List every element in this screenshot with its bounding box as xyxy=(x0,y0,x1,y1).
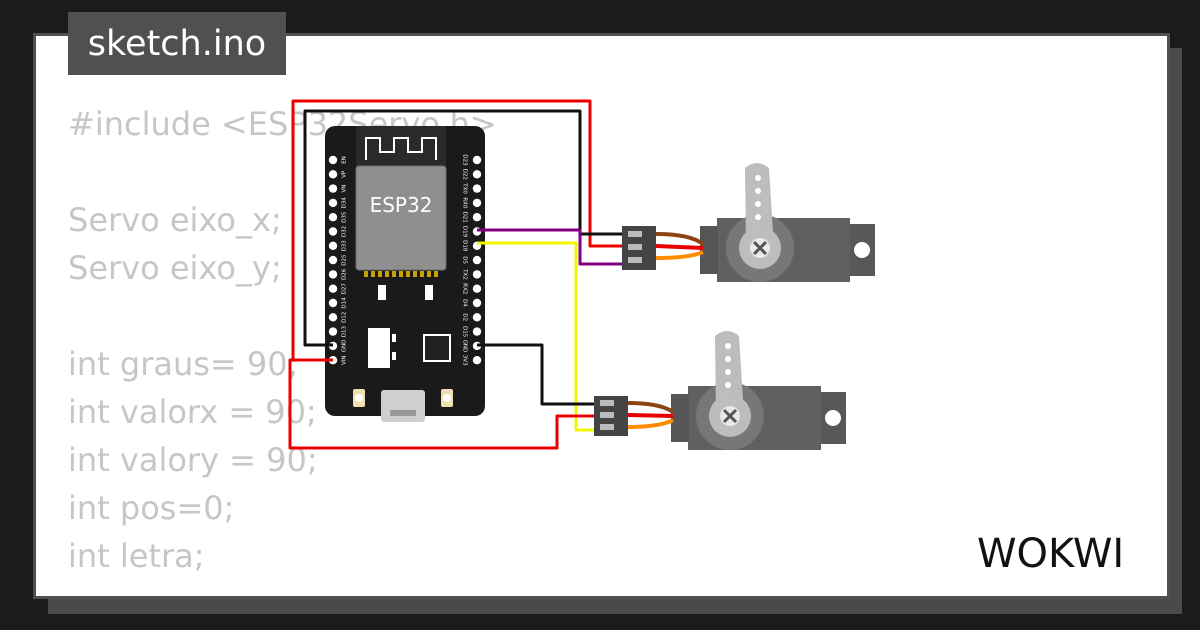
pin-tx0[interactable] xyxy=(472,184,482,193)
wire-yellow-d18-to-servo-bottom[interactable] xyxy=(477,241,594,432)
pin-d12[interactable] xyxy=(328,313,338,322)
wire-black-gnd-to-servo-top[interactable] xyxy=(303,109,622,347)
pin-vn[interactable] xyxy=(328,184,338,193)
pin-d35[interactable] xyxy=(328,213,338,222)
pin-en[interactable] xyxy=(328,155,338,165)
pin-label: D22 xyxy=(462,169,468,180)
pin-label: EN xyxy=(342,156,348,164)
pin-label: D5 xyxy=(462,256,468,264)
code-line: Servo eixo_x; xyxy=(68,201,282,239)
pin-label: D19 xyxy=(462,226,468,238)
code-line: Servo eixo_y; xyxy=(68,249,282,287)
pin-d27[interactable] xyxy=(328,284,338,293)
pin-tx2[interactable] xyxy=(472,270,482,279)
pin-label: D25 xyxy=(342,254,348,266)
pin-label: D4 xyxy=(462,299,468,307)
pin-label: TX0 xyxy=(462,182,468,194)
pin-d14[interactable] xyxy=(328,298,338,308)
pin-label: D12 xyxy=(342,312,348,323)
esp32-board[interactable] xyxy=(325,126,485,422)
pin-vp[interactable] xyxy=(328,170,338,179)
pin-label: D14 xyxy=(342,297,348,309)
pin-rx2[interactable] xyxy=(472,284,482,293)
code-line: int letra; xyxy=(68,537,205,575)
pin-label: D13 xyxy=(342,325,348,337)
logo-text: WOKWI xyxy=(977,531,1124,577)
pin-3v3[interactable] xyxy=(472,356,482,365)
pin-label: D27 xyxy=(342,283,348,295)
pin-label: D18 xyxy=(462,240,468,252)
code-line: int pos=0; xyxy=(68,489,235,527)
pin-label: VN xyxy=(342,185,348,193)
pin-label: D26 xyxy=(342,268,348,280)
pin-d22[interactable] xyxy=(472,170,482,179)
servo-motor-top[interactable] xyxy=(700,163,875,282)
pin-d32[interactable] xyxy=(328,227,338,236)
pin-label: D2 xyxy=(462,313,468,321)
pin-d23[interactable] xyxy=(472,155,482,165)
file-tab[interactable]: sketch.ino xyxy=(68,12,286,75)
chip-label: ESP32 xyxy=(370,193,433,217)
pin-label: D23 xyxy=(462,154,468,166)
pin-d2[interactable] xyxy=(472,313,482,322)
pin-label: GND xyxy=(462,340,468,353)
pin-rx0[interactable] xyxy=(472,198,482,208)
pin-label: 3V3 xyxy=(462,355,468,366)
servo-leads-bottom xyxy=(627,401,675,429)
pin-d4[interactable] xyxy=(472,298,482,308)
wire-purple-d19-to-servo-top[interactable] xyxy=(477,228,622,266)
pin-label: D34 xyxy=(342,197,348,209)
pin-d21[interactable] xyxy=(472,213,482,222)
pin-d15[interactable] xyxy=(472,327,482,336)
pin-label: D21 xyxy=(462,212,468,223)
pin-d26[interactable] xyxy=(328,270,338,279)
pin-d25[interactable] xyxy=(328,255,338,265)
pin-d34[interactable] xyxy=(328,198,338,208)
pin-label: VP xyxy=(342,170,348,178)
servo-connector-top xyxy=(622,226,656,270)
pin-label: D35 xyxy=(342,211,348,223)
pin-label: RX2 xyxy=(462,283,468,294)
wire-black-gnd-to-servo-bottom[interactable] xyxy=(477,343,594,406)
pin-label: GND xyxy=(342,340,348,353)
pin-label: RX0 xyxy=(462,197,468,209)
preview-card xyxy=(33,33,1170,599)
servo-connector-bottom xyxy=(594,396,628,436)
servo-leads-top xyxy=(655,232,705,260)
wokwi-logo-icon: WOKWI xyxy=(977,531,1124,577)
pin-label: D32 xyxy=(342,226,348,237)
code-line: int graus= 90; xyxy=(68,345,299,383)
pin-d33[interactable] xyxy=(328,241,338,250)
pin-label: D33 xyxy=(342,240,348,252)
pin-d13[interactable] xyxy=(328,327,338,336)
pin-label: VIN xyxy=(342,355,348,365)
servo-motor-bottom[interactable] xyxy=(671,331,846,450)
pin-label: TX2 xyxy=(462,268,468,280)
pin-label: D15 xyxy=(462,326,468,338)
pin-d5[interactable] xyxy=(472,255,482,265)
wire-red-vin-to-servo-bottom[interactable] xyxy=(288,358,594,450)
